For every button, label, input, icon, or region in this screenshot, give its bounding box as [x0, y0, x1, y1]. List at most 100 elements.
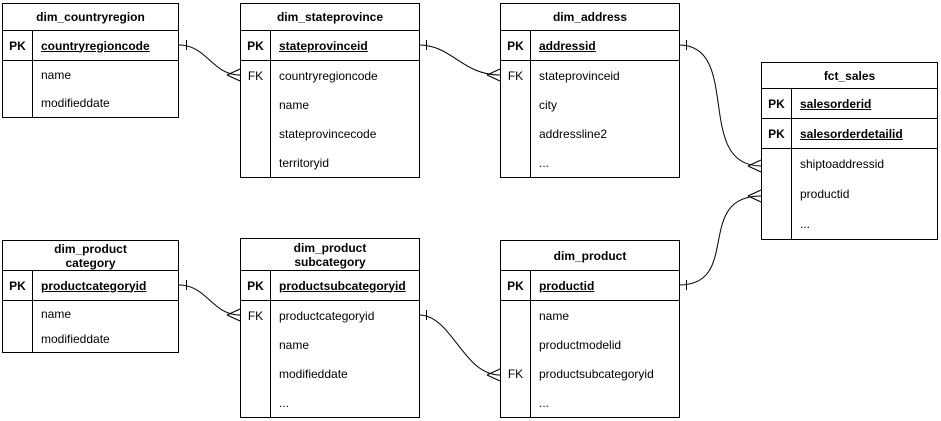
table-row: PK productsubcategoryid	[241, 271, 419, 301]
column-name: addressline2	[539, 126, 608, 141]
key-cell: PK	[501, 31, 531, 60]
table-row: PK productcategoryid	[3, 271, 178, 301]
table-row: city	[501, 90, 679, 119]
table-row: ...	[762, 209, 937, 239]
table-row: FK stateprovinceid	[501, 61, 679, 90]
many-crowfoot	[226, 308, 241, 322]
key-cell: PK	[501, 271, 531, 300]
column-name: productid	[800, 187, 850, 201]
relationship-line	[178, 284, 241, 316]
table-row: ...	[241, 388, 419, 417]
table-row: ...	[501, 148, 679, 177]
column-name: name	[539, 308, 570, 323]
table-dim_countryregion: dim_countryregion PK countryregioncode n…	[2, 3, 179, 118]
key-cell	[501, 119, 531, 148]
table-row: PK productid	[501, 271, 679, 301]
column-name: addressid	[539, 38, 596, 53]
column-name: ...	[539, 155, 550, 170]
table-row: name	[241, 330, 419, 359]
key-cell	[762, 179, 792, 209]
many-crowfoot	[226, 68, 241, 82]
many-crowfoot	[747, 189, 762, 203]
table-dim_address: dim_address PK addressid FK stateprovinc…	[500, 3, 680, 178]
table-row: name	[3, 301, 178, 327]
column-name: productcategoryid	[41, 278, 147, 293]
key-cell	[762, 209, 792, 239]
table-fct_sales: fct_sales PK salesorderid PK salesorderd…	[761, 62, 938, 240]
table-title: dim_stateprovince	[241, 4, 419, 31]
table-dim_productsubcategory: dim_product subcategory PK productsubcat…	[240, 238, 420, 418]
column-name: stateprovinceid	[279, 38, 368, 53]
relationship-line	[678, 195, 762, 286]
column-name: modifieddate	[41, 332, 110, 347]
column-name: ...	[539, 395, 550, 410]
key-cell	[501, 148, 531, 177]
column-name: ...	[279, 395, 290, 410]
column-name: modifieddate	[279, 366, 348, 381]
key-cell	[501, 330, 531, 359]
key-cell: PK	[3, 31, 33, 60]
table-row: name	[241, 90, 419, 119]
column-name: ...	[800, 217, 811, 231]
table-row: shiptoaddressid	[762, 149, 937, 179]
table-row: productmodelid	[501, 330, 679, 359]
key-cell: PK	[762, 89, 792, 118]
column-name: shiptoaddressid	[800, 157, 885, 171]
key-cell	[3, 89, 33, 117]
rel-stateprovince-address	[418, 40, 501, 82]
key-cell	[762, 149, 792, 179]
table-row: stateprovincecode	[241, 119, 419, 148]
key-cell: PK	[762, 119, 792, 148]
table-row: name	[3, 61, 178, 89]
column-name: salesorderdetailid	[800, 126, 903, 141]
column-name: name	[41, 306, 72, 321]
key-cell: FK	[501, 359, 531, 388]
column-name: countryregioncode	[41, 38, 150, 53]
key-cell: PK	[3, 271, 33, 300]
key-cell	[3, 61, 33, 89]
relationship-line	[418, 314, 501, 376]
column-name: countryregioncode	[279, 68, 378, 83]
table-row: PK salesorderdetailid	[762, 119, 937, 149]
table-body: name modifieddate	[3, 61, 178, 117]
table-row: territoryid	[241, 148, 419, 177]
table-body: name modifieddate	[3, 301, 178, 352]
relationship-line	[418, 44, 501, 76]
table-row: productid	[762, 179, 937, 209]
key-cell	[241, 330, 271, 359]
key-cell: FK	[501, 61, 531, 90]
table-body: FK productcategoryid name modifieddate .…	[241, 301, 419, 417]
many-crowfoot	[747, 159, 762, 173]
table-row: addressline2	[501, 119, 679, 148]
column-name: city	[539, 97, 557, 112]
column-name: productcategoryid	[279, 308, 375, 323]
key-cell	[241, 148, 271, 177]
rel-address-fctsales	[678, 40, 762, 173]
column-name: modifieddate	[41, 96, 110, 110]
table-title: dim_product	[501, 241, 679, 271]
rel-product-fctsales	[678, 189, 762, 290]
table-row: PK countryregioncode	[3, 31, 178, 61]
column-name: productmodelid	[539, 337, 622, 352]
key-cell: PK	[241, 31, 271, 60]
key-cell	[3, 301, 33, 327]
column-name: stateprovincecode	[279, 126, 377, 141]
table-title: dim_address	[501, 4, 679, 31]
column-name: productid	[539, 278, 595, 293]
column-name: productsubcategoryid	[279, 278, 406, 293]
key-cell	[241, 388, 271, 417]
key-cell	[241, 119, 271, 148]
table-body: FK countryregioncode name stateprovincec…	[241, 61, 419, 177]
column-name: name	[279, 97, 310, 112]
key-cell: FK	[241, 301, 271, 330]
table-row: FK productcategoryid	[241, 301, 419, 330]
many-crowfoot	[486, 68, 501, 82]
column-name: territoryid	[279, 155, 330, 170]
table-row: FK countryregioncode	[241, 61, 419, 90]
many-crowfoot	[486, 368, 501, 382]
key-cell: PK	[241, 271, 271, 300]
table-row: modifieddate	[3, 326, 178, 352]
table-title: dim_product category	[3, 241, 178, 271]
